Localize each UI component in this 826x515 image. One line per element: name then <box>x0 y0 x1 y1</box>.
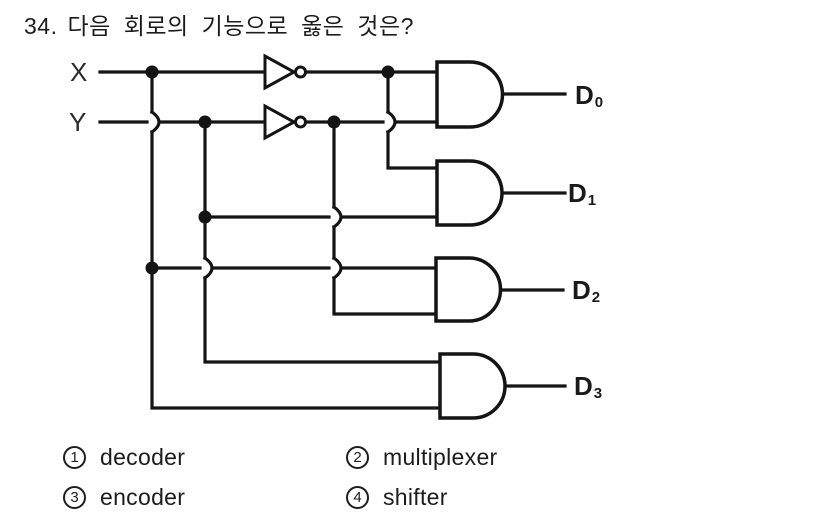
junction-dot <box>198 210 212 224</box>
junction-dot <box>381 65 395 79</box>
and-gate-d3 <box>438 352 507 420</box>
not-gate-y <box>263 103 298 141</box>
junction-dot <box>145 261 159 275</box>
question-number: 34. <box>24 13 58 39</box>
junction-dot <box>145 65 159 79</box>
not-gates <box>263 53 307 141</box>
wire-hop-xnot-over-ynot <box>385 109 397 135</box>
option-label: multiplexer <box>383 444 498 470</box>
wire-x-vertical <box>150 70 442 410</box>
output-letter: D <box>572 275 591 305</box>
wire-hop-ynot-over-x-branch <box>331 255 343 281</box>
option-label: encoder <box>100 484 186 510</box>
not-gate-x <box>263 53 298 91</box>
option-label: shifter <box>383 484 448 510</box>
output-subscript: 1 <box>587 192 597 209</box>
answer-option-1[interactable]: 1 decoder <box>63 444 185 471</box>
output-subscript: 2 <box>591 289 601 306</box>
answer-option-4[interactable]: 4 shifter <box>346 484 448 511</box>
wire-xnot-vertical <box>386 70 439 170</box>
wire-ynot-vertical <box>332 120 438 316</box>
junction-dots <box>145 65 395 275</box>
answer-option-3[interactable]: 3 encoder <box>63 484 185 511</box>
wire-hop-ynot-over-y-branch <box>331 204 343 230</box>
not-bubble-x-icon <box>294 65 307 79</box>
not-bubble-y-icon <box>294 115 307 129</box>
output-subscript: 0 <box>594 94 604 111</box>
and-gate-d1 <box>435 159 504 227</box>
answer-option-2[interactable]: 2 multiplexer <box>346 444 498 471</box>
output-letter: D <box>568 178 587 208</box>
output-subscript: 3 <box>593 385 603 402</box>
and-gate-d0 <box>435 60 505 129</box>
input-label-x: X <box>70 57 88 87</box>
wire-y-vertical <box>203 120 442 364</box>
option-number-circle: 4 <box>346 486 369 509</box>
question-text: 다음 회로의 기능으로 옳은 것은? <box>67 13 414 39</box>
option-number-circle: 2 <box>346 446 369 469</box>
wire-hop-x-over-y <box>149 109 161 135</box>
junction-dot <box>327 115 341 129</box>
option-number-circle: 1 <box>63 446 86 469</box>
junction-dot <box>198 115 212 129</box>
input-label-y: Y <box>69 107 87 137</box>
output-letter: D <box>575 80 594 110</box>
and-gates <box>434 60 507 420</box>
option-label: decoder <box>100 444 186 470</box>
option-number-circle: 3 <box>63 486 86 509</box>
output-letter: D <box>574 371 593 401</box>
wires <box>98 70 567 410</box>
question-title: 34. 다음 회로의 기능으로 옳은 것은? <box>24 7 414 41</box>
wire-hop-y-over-x-branch <box>202 255 214 281</box>
and-gate-d2 <box>434 256 503 323</box>
